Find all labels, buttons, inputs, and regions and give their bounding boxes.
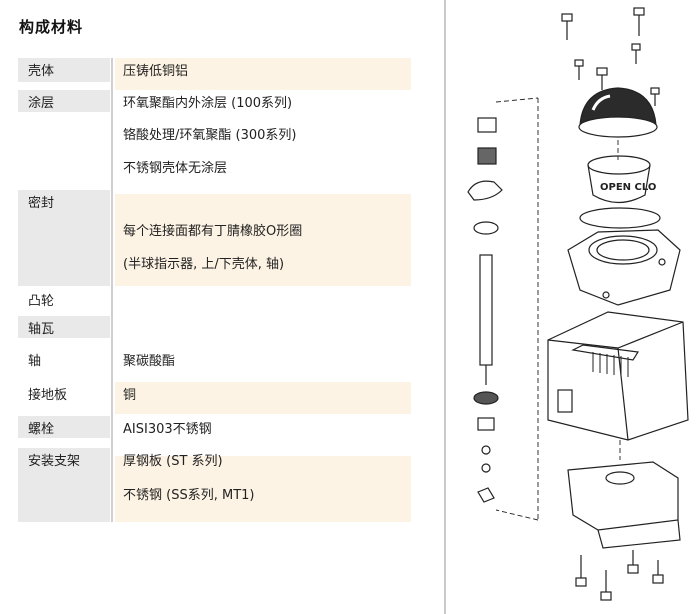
table-row: 轴 聚碳酸酯 (18, 348, 411, 376)
screw-icon (574, 59, 584, 80)
screw-icon (652, 560, 664, 584)
svg-text:OPEN CLO: OPEN CLO (600, 182, 656, 193)
screw-icon (650, 87, 660, 106)
main-housing (547, 311, 689, 441)
screw-icon (596, 67, 608, 90)
shaft-assembly (467, 117, 503, 503)
screw-icon (575, 555, 587, 587)
value-line: 不锈钢壳体无涂层 (123, 161, 228, 176)
section-title: 构成材料 (19, 18, 84, 36)
value-line: 厚钢板 (ST 系列) (123, 454, 223, 469)
row-value: 聚碳酸酯 (115, 348, 411, 370)
lid-flange (567, 229, 681, 306)
screw-icon (561, 13, 573, 40)
o-ring (579, 207, 661, 229)
row-label: 凸轮 (18, 288, 110, 310)
screw-icon (627, 550, 639, 574)
value-line: 铜 (123, 388, 137, 403)
row-label: 螺栓 (18, 416, 110, 438)
row-value: 厚钢板 (ST 系列) 不锈钢 (SS系列, MT1) (115, 454, 411, 522)
page-divider (444, 0, 446, 614)
row-value: 每个连接面都有丁腈橡胶O形圈 (半球指示器, 上/下壳体, 轴) (115, 194, 411, 286)
table-row: 凸轮 (18, 288, 411, 314)
dome-indicator (578, 87, 658, 138)
row-value: 压铸低铜铝 (115, 58, 411, 90)
table-row: 安装支架 厚钢板 (ST 系列) 不锈钢 (SS系列, MT1) (18, 448, 411, 522)
assembly-guide (495, 97, 621, 521)
row-label: 涂层 (18, 90, 110, 188)
row-label: 安装支架 (18, 448, 110, 522)
exploded-view-diagram: OPEN CLO (467, 7, 689, 601)
value-line: 铬酸处理/环氧聚酯 (300系列) (123, 128, 297, 143)
table-row: 螺栓 AISI303不锈钢 (18, 416, 411, 442)
screw-icon (633, 7, 645, 36)
row-value: 铜 (115, 382, 411, 414)
table-row: 壳体 压铸低铜铝 (18, 58, 411, 90)
row-value: AISI303不锈钢 (115, 416, 411, 438)
value-line: 压铸低铜铝 (123, 64, 189, 79)
screw-icon (631, 43, 641, 64)
value-line: 聚碳酸酯 (123, 354, 176, 369)
row-label: 轴 (18, 348, 110, 370)
indicator-ring: OPEN CLO (587, 155, 656, 204)
mounting-bracket (567, 461, 681, 549)
screw-icon (600, 570, 612, 601)
table-row: 密封 每个连接面都有丁腈橡胶O形圈 (半球指示器, 上/下壳体, 轴) (18, 190, 411, 286)
row-value: 环氧聚酯内外涂层 (100系列) 铬酸处理/环氧聚酯 (300系列) 不锈钢壳体… (115, 90, 411, 188)
table-row: 接地板 铜 (18, 382, 411, 414)
row-label: 接地板 (18, 382, 110, 406)
row-label: 密封 (18, 190, 110, 286)
value-line: (半球指示器, 上/下壳体, 轴) (123, 257, 285, 272)
table-row: 涂层 环氧聚酯内外涂层 (100系列) 铬酸处理/环氧聚酯 (300系列) 不锈… (18, 90, 411, 188)
row-label: 轴瓦 (18, 316, 110, 338)
row-label: 壳体 (18, 58, 110, 82)
value-line: 环氧聚酯内外涂层 (100系列) (123, 96, 293, 111)
value-line: 不锈钢 (SS系列, MT1) (123, 488, 255, 503)
column-separator (111, 58, 113, 522)
table-row: 轴瓦 (18, 316, 411, 342)
value-line: AISI303不锈钢 (123, 422, 212, 437)
value-line: 每个连接面都有丁腈橡胶O形圈 (123, 224, 303, 239)
